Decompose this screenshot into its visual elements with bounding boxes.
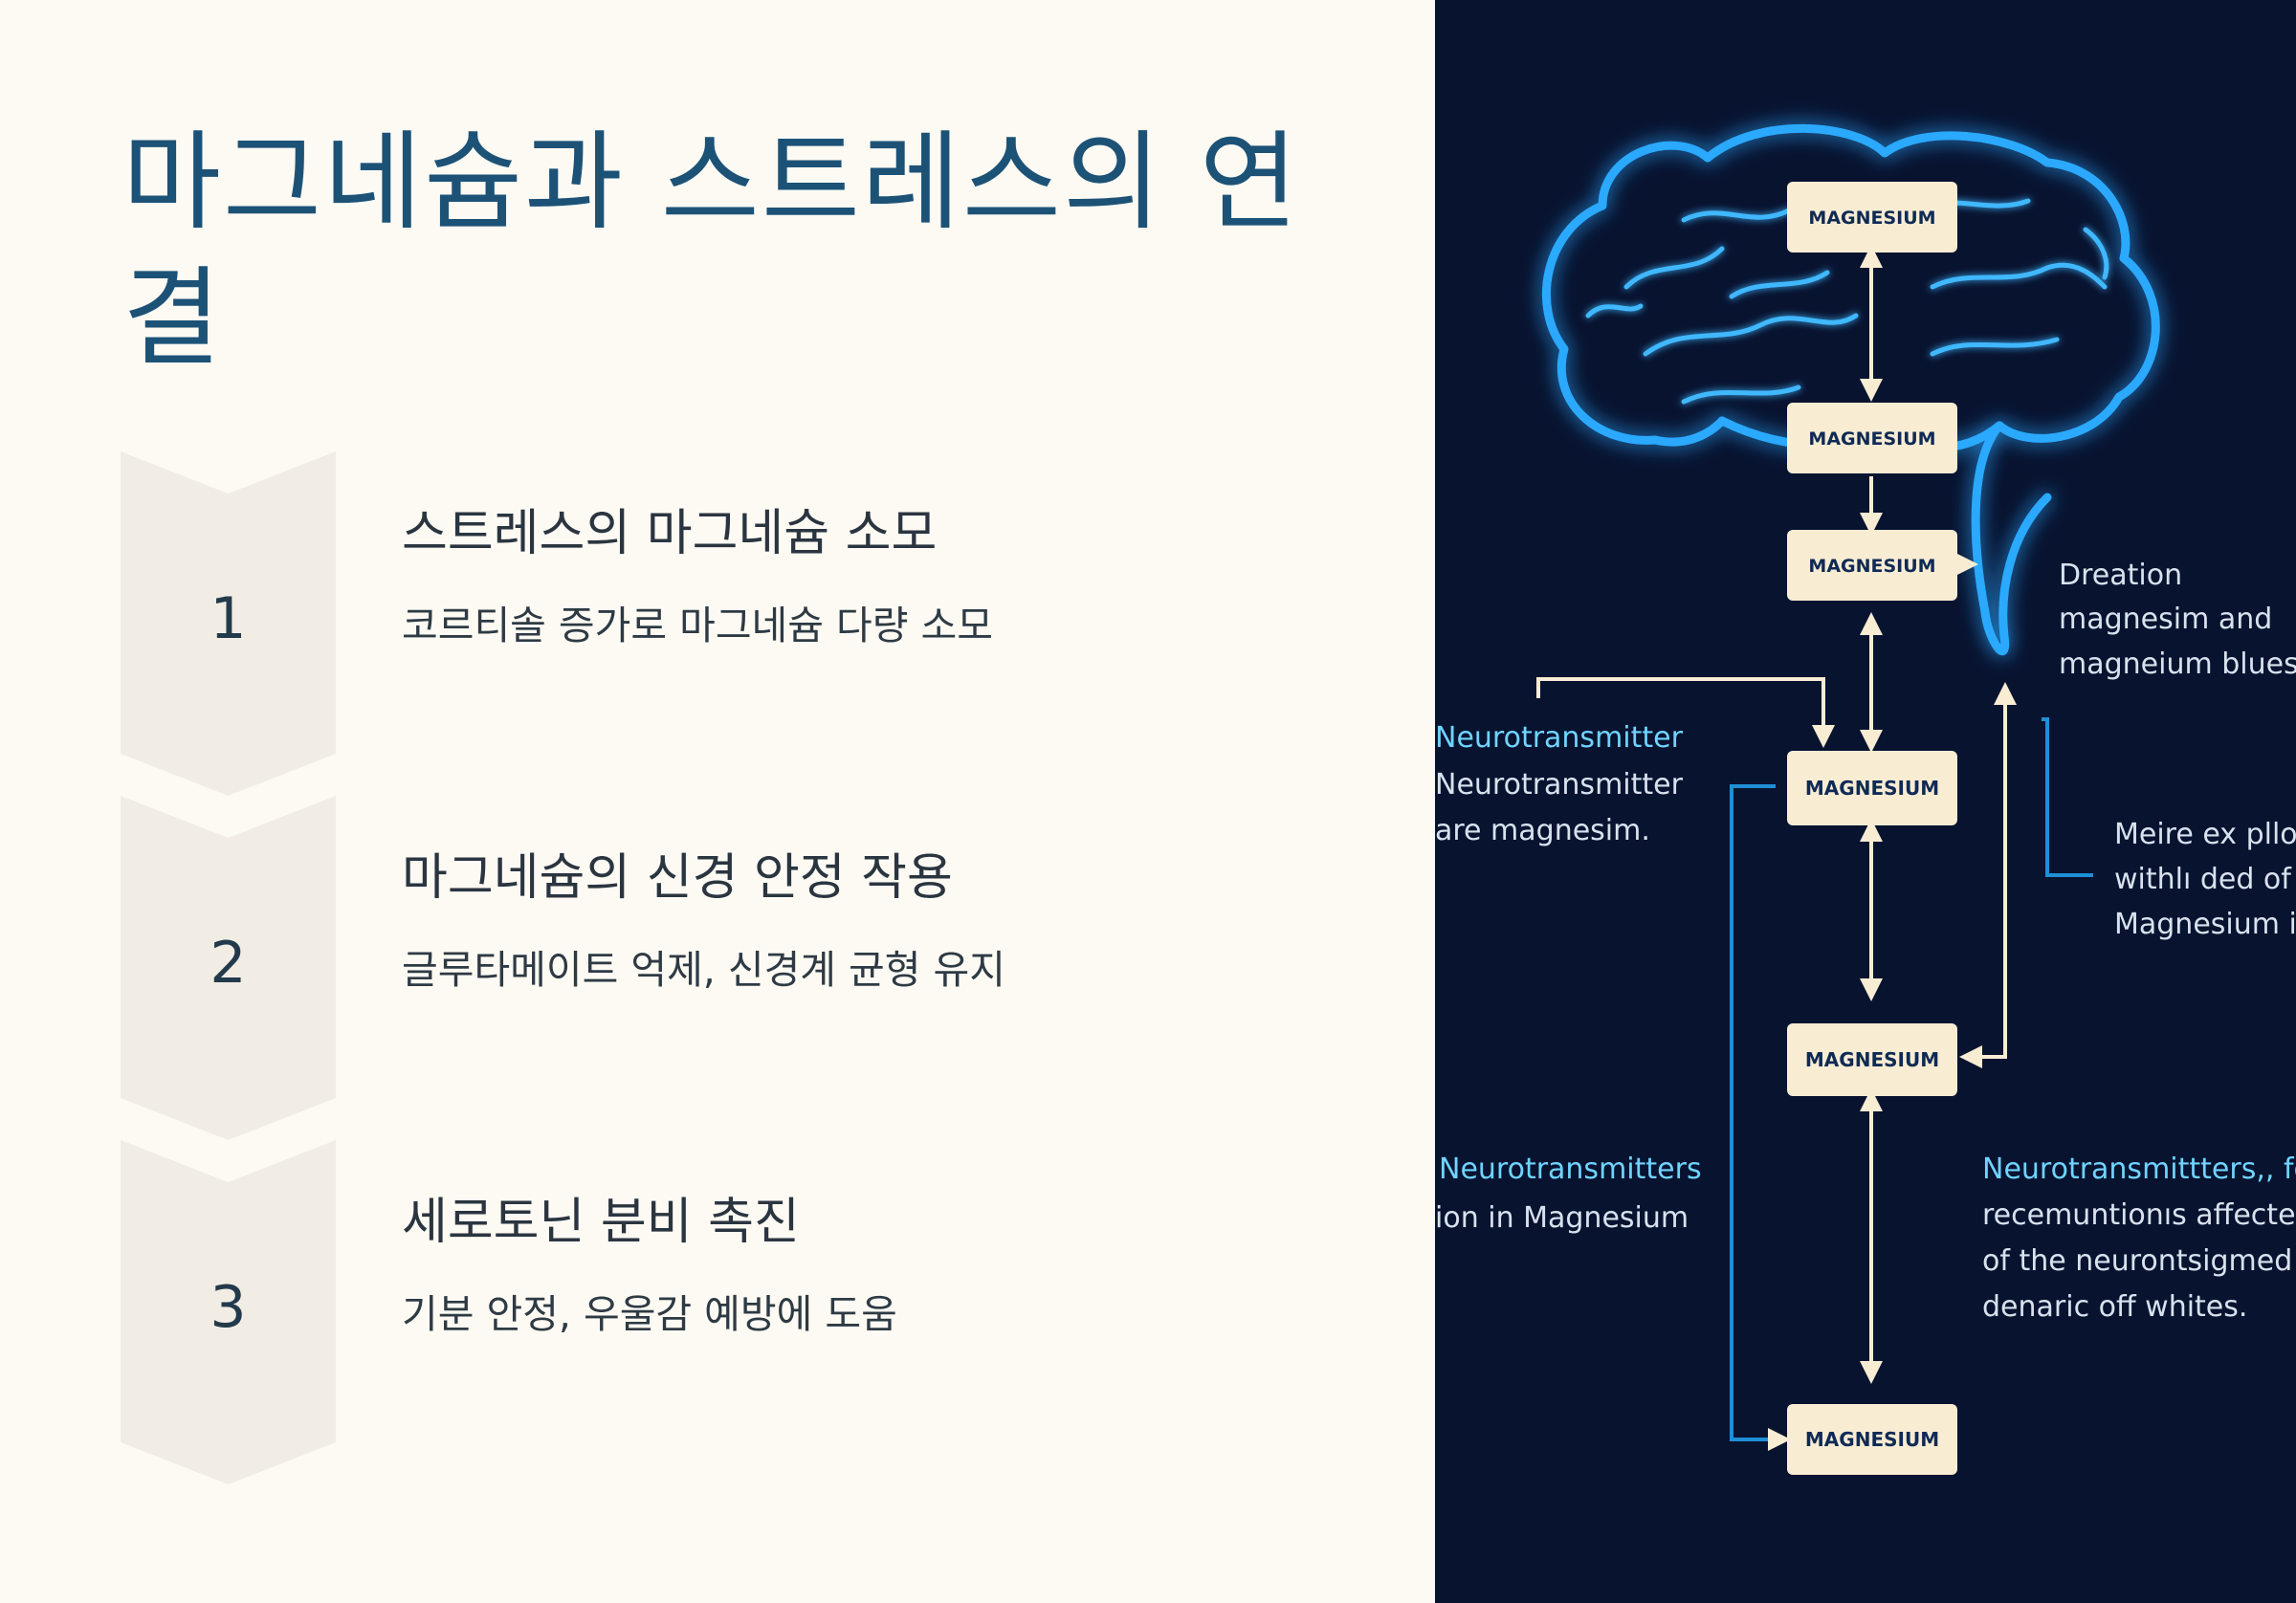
svg-text:are magnesim.: are magnesim.	[1435, 814, 1650, 847]
step-2-title: 마그네슘의 신경 안정 작용	[402, 849, 953, 907]
svg-text:of the neurontsigmed i: of the neurontsigmed i	[1982, 1244, 2296, 1278]
magnesium-box-2: MAGNESIUM	[1787, 403, 1957, 473]
annotation-left-top: Neurotransmitter Neurotransmitter are ma…	[1435, 721, 1684, 847]
step-1-number: 1	[210, 585, 247, 652]
step-2-chevron	[121, 796, 336, 1140]
svg-text:magnesim and: magnesim and	[2059, 603, 2272, 636]
svg-text:Dreation: Dreation	[2059, 559, 2182, 592]
svg-text:Neurotransmitters: Neurotransmitters	[1439, 1153, 1702, 1186]
svg-text:magneium blues: magneium blues	[2059, 648, 2296, 681]
step-3-chevron	[121, 1140, 336, 1484]
step-2-number: 2	[210, 930, 247, 997]
brain-illustration: MAGNESIUM MAGNESIUM MAGNESIUM MAGNESIUM …	[1435, 0, 2296, 1603]
content-panel: 마그네슘과 스트레스의 연결 1 스트레스의 마그네슘 소모 코르티솔 증가로 …	[121, 121, 1300, 1484]
step-1-title: 스트레스의 마그네슘 소모	[402, 505, 938, 562]
annotation-left-bottom: Neurotransmitters ion in Magnesium	[1435, 1153, 1702, 1235]
svg-text:Neurotransmitter: Neurotransmitter	[1435, 768, 1684, 802]
step-3-title: 세로토닌 분비 촉진	[402, 1194, 800, 1251]
step-1-desc: 코르티솔 증가로 마그네슘 다량 소모	[402, 603, 993, 648]
connector-lines	[1536, 245, 2017, 1384]
annotation-right-bottom: Neurotransmittters,, fo recemuntionıs af…	[1982, 1153, 2296, 1324]
annotation-dreation: Dreation magnesim and magneium blues	[2059, 559, 2296, 681]
magnesium-box-1: MAGNESIUM	[1787, 182, 1957, 253]
magnesium-label: MAGNESIUM	[1805, 777, 1939, 800]
svg-text:withlı ded of: withlı ded of	[2114, 863, 2292, 896]
svg-text:recemuntionıs affected: recemuntionıs affected	[1982, 1198, 2296, 1232]
step-2-desc: 글루타메이트 억제, 신경계 균형 유지	[402, 947, 1005, 993]
step-3-number: 3	[210, 1274, 247, 1341]
magnesium-label: MAGNESIUM	[1805, 1048, 1939, 1071]
magnesium-label: MAGNESIUM	[1808, 428, 1935, 450]
magnesium-box-6: MAGNESIUM	[1787, 1404, 1957, 1475]
magnesium-label: MAGNESIUM	[1805, 1428, 1939, 1451]
blue-bracket-lines	[1730, 717, 2093, 1451]
magnesium-box-3: MAGNESIUM	[1787, 530, 1957, 601]
svg-text:Neurotransmittters,, fo: Neurotransmittters,, fo	[1982, 1153, 2296, 1186]
svg-text:denaric off whites.: denaric off whites.	[1982, 1290, 2247, 1324]
magnesium-label: MAGNESIUM	[1808, 208, 1935, 229]
svg-text:Magnesium ion: Magnesium ion	[2114, 908, 2296, 941]
magnesium-box-5: MAGNESIUM	[1787, 1023, 1957, 1096]
page-title: 마그네슘과 스트레스의 연결	[122, 121, 1300, 381]
svg-text:ion in Magnesium: ion in Magnesium	[1435, 1201, 1689, 1235]
brain-diagram: MAGNESIUM MAGNESIUM MAGNESIUM MAGNESIUM …	[1435, 123, 2296, 1475]
step-3-desc: 기분 안정, 우울감 예방에 도움	[402, 1291, 897, 1337]
step-1-chevron	[121, 451, 336, 796]
svg-text:Neurotransmitter: Neurotransmitter	[1435, 721, 1684, 755]
magnesium-label: MAGNESIUM	[1808, 556, 1935, 577]
magnesium-box-4: MAGNESIUM	[1787, 751, 1957, 825]
